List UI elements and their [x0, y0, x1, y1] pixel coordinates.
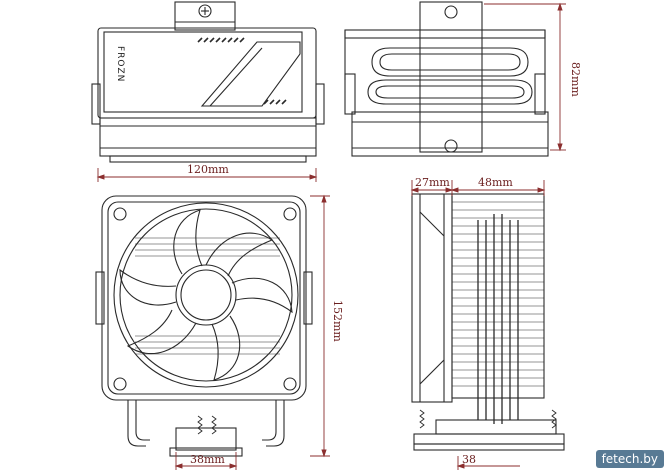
watermark: fetech.by [595, 450, 664, 468]
dim-38-right [456, 456, 520, 470]
fan-hub [175, 264, 237, 326]
dim-27-48 [410, 180, 546, 196]
front-view [95, 195, 313, 457]
fin-stack [451, 193, 545, 399]
side-view [344, 1, 549, 157]
brand-label: FROZN [115, 46, 125, 82]
dim-fin-depth: 48mm [478, 176, 513, 189]
dim-152 [310, 194, 330, 458]
dim-120 [96, 168, 318, 182]
side-tower [419, 1, 483, 153]
dim-base-right: 38 [462, 453, 476, 466]
fan-frame [101, 195, 307, 401]
top-view [91, 1, 325, 163]
dim-width-front: 120mm [187, 163, 229, 176]
fan-ring [113, 202, 299, 388]
top-mount-tab [174, 1, 236, 31]
profile-view [411, 193, 565, 451]
fan-profile [411, 193, 453, 403]
dim-height-side: 82mm [569, 62, 582, 97]
dim-82 [484, 2, 566, 152]
dim-fan-depth: 27mm [415, 176, 450, 189]
dim-base-left: 38mm [190, 453, 225, 466]
dim-38-left [174, 452, 238, 470]
dim-height-main: 152mm [331, 300, 344, 342]
